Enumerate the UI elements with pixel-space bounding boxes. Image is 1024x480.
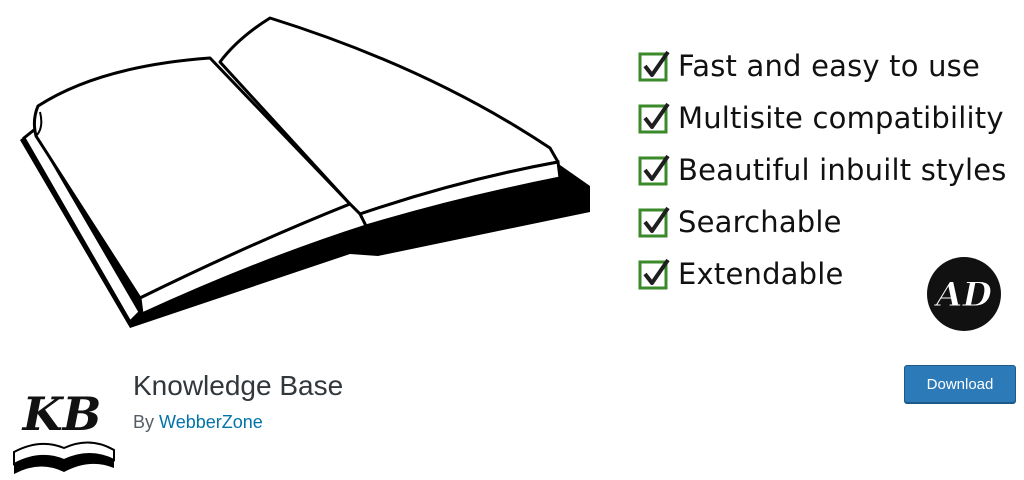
feature-item: Extendable bbox=[638, 248, 1007, 300]
feature-label: Fast and easy to use bbox=[678, 49, 981, 83]
plugin-icon-text: KB bbox=[21, 387, 102, 441]
plugin-icon: KB bbox=[10, 368, 118, 476]
plugin-title: Knowledge Base bbox=[133, 370, 344, 401]
checkbox-checked-icon bbox=[638, 154, 670, 186]
feature-item: Multisite compatibility bbox=[638, 92, 1007, 144]
checkbox-checked-icon bbox=[638, 258, 670, 290]
plugin-byline: By WebberZone bbox=[133, 412, 263, 433]
feature-item: Searchable bbox=[638, 196, 1007, 248]
feature-label: Searchable bbox=[678, 205, 842, 239]
feature-label: Extendable bbox=[678, 257, 844, 291]
byline-prefix: By bbox=[133, 412, 155, 432]
author-logo: AD bbox=[927, 257, 1001, 331]
checkbox-checked-icon bbox=[638, 206, 670, 238]
author-logo-text: AD bbox=[933, 275, 992, 315]
download-button[interactable]: Download bbox=[904, 365, 1016, 403]
feature-label: Beautiful inbuilt styles bbox=[678, 153, 1007, 187]
checkbox-checked-icon bbox=[638, 102, 670, 134]
feature-label: Multisite compatibility bbox=[678, 101, 1004, 135]
feature-item: Beautiful inbuilt styles bbox=[638, 144, 1007, 196]
plugin-banner: Fast and easy to use Multisite compatibi… bbox=[20, 16, 1007, 331]
feature-list: Fast and easy to use Multisite compatibi… bbox=[638, 40, 1007, 300]
checkbox-checked-icon bbox=[638, 50, 670, 82]
author-link[interactable]: WebberZone bbox=[159, 412, 263, 432]
feature-item: Fast and easy to use bbox=[638, 40, 1007, 92]
open-book-illustration bbox=[20, 16, 590, 328]
plugin-header: KB Knowledge Base By WebberZone Download bbox=[0, 348, 1024, 480]
